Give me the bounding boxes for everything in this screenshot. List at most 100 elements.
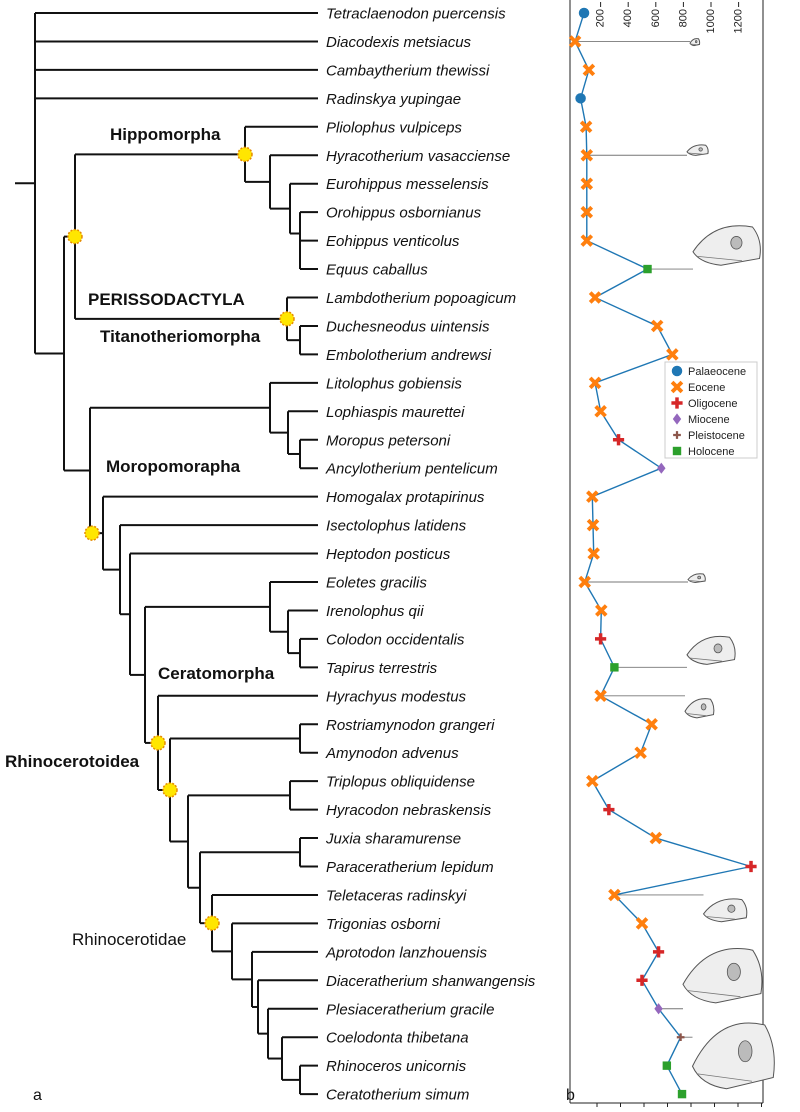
clade-label-hippomorpha: Hippomorpha	[110, 125, 221, 144]
legend-item-label: Miocene	[688, 414, 730, 426]
skull-illustrations	[575, 38, 775, 1090]
clade-node-marker	[84, 525, 100, 541]
x-tick-label: 600	[650, 9, 662, 27]
x-tick-label: 1200	[733, 9, 745, 33]
data-point-square	[643, 264, 652, 274]
skull-illustration	[686, 144, 709, 156]
x-axis-ticks: 200 400 600 800 1000 1200	[595, 2, 745, 33]
skull-illustration	[686, 635, 736, 665]
clade-node-marker	[279, 311, 295, 327]
taxon-label: Hyrachyus modestus	[326, 688, 467, 705]
data-point-x	[635, 917, 649, 930]
data-point-square	[662, 1061, 672, 1070]
taxon-label: Aprotodon lanzhouensis	[325, 944, 487, 961]
legend-item-label: Pleistocene	[688, 430, 745, 442]
data-point-diamond	[672, 413, 682, 425]
taxon-label: Plesiaceratherium gracile	[326, 1001, 494, 1018]
x-tick-label: 200	[595, 9, 607, 27]
taxon-label: Litolophus gobiensis	[326, 375, 462, 392]
clade-label-perissodactyla: PERISSODACTYLA	[88, 290, 245, 309]
taxon-label: Ancylotherium pentelicum	[325, 461, 498, 478]
data-point-plus	[745, 860, 757, 873]
data-point-x	[580, 148, 594, 162]
data-point-x	[586, 774, 599, 788]
taxon-label: Diacodexis metsiacus	[326, 34, 472, 51]
data-point-diamond	[654, 1003, 663, 1015]
data-point-x	[578, 575, 591, 589]
clade-node-marker	[67, 228, 83, 245]
data-point-x	[595, 604, 608, 617]
taxon-label: Rhinoceros unicornis	[326, 1058, 467, 1075]
taxon-label: Irenolophus qii	[326, 603, 424, 620]
data-point-plus	[671, 397, 683, 409]
clade-label-rhinocerotidae: Rhinocerotidae	[72, 930, 186, 949]
taxon-label: Cambaytherium thewissi	[326, 62, 490, 79]
taxon-label: Amynodon advenus	[325, 745, 459, 762]
taxon-label: Eurohippus messelensis	[326, 176, 489, 193]
x-tick-label: 1000	[705, 9, 717, 33]
x-tick-label: 400	[622, 9, 634, 27]
taxon-label: Hyracotherium vasacciense	[326, 148, 510, 165]
legend-item-label: Holocene	[688, 446, 734, 458]
phylogenetic-tree	[15, 12, 318, 1096]
taxon-label: Ceratotherium simum	[326, 1087, 469, 1104]
data-point-circle	[578, 7, 590, 19]
taxon-label: Moropus petersoni	[326, 432, 451, 449]
data-point-plus	[603, 804, 615, 816]
taxon-label: Embolotherium andrewsi	[326, 347, 492, 364]
taxon-label: Eohippus venticolus	[326, 233, 460, 250]
taxon-label: Paraceratherium lepidum	[326, 859, 494, 876]
data-point-x	[666, 348, 679, 361]
taxon-label: Hyracodon nebraskensis	[326, 802, 492, 819]
data-point-x	[580, 234, 594, 247]
data-point-x	[586, 518, 600, 532]
data-point-square	[672, 446, 682, 456]
data-point-x	[634, 746, 647, 759]
clade-label-ceratomorpha: Ceratomorpha	[158, 664, 275, 683]
data-point-x	[579, 120, 593, 134]
taxon-label: Colodon occidentalis	[326, 631, 465, 648]
taxon-label: Triplopus obliquidense	[326, 774, 475, 791]
data-point-x	[649, 831, 663, 845]
taxon-label: Eoletes gracilis	[326, 575, 427, 592]
clade-label-titanotheriomorpha: Titanotheriomorpha	[100, 327, 261, 346]
data-point-plus	[612, 434, 625, 446]
skull-illustration	[687, 573, 706, 584]
clade-node-marker	[162, 782, 178, 798]
taxon-label: Radinskya yupingae	[326, 91, 461, 108]
taxon-label: Trigonias osborni	[326, 916, 441, 933]
taxon-label: Juxia sharamurense	[325, 831, 461, 848]
data-point-x	[586, 490, 599, 503]
data-point-x	[588, 376, 602, 390]
data-point-plus	[595, 633, 607, 645]
skull-illustration	[692, 225, 761, 266]
skull-illustration	[691, 1022, 775, 1090]
data-point-circle	[671, 365, 683, 377]
data-point-x	[608, 888, 621, 902]
data-point-x	[580, 205, 594, 219]
data-point-square	[610, 663, 619, 672]
data-point-x	[580, 177, 594, 190]
taxon-label: Tetraclaenodon puercensis	[326, 6, 506, 23]
taxon-label: Diaceratherium shanwangensis	[326, 973, 536, 990]
legend-box	[664, 361, 758, 459]
taxon-label: Equus caballus	[326, 262, 428, 279]
data-point-x	[670, 380, 684, 394]
x-tick-label: 800	[677, 9, 689, 27]
taxon-label: Duchesneodus uintensis	[326, 318, 490, 335]
skull-illustration	[689, 38, 701, 47]
data-point-x	[594, 405, 607, 418]
body-size-series	[568, 7, 757, 1099]
panel-label-a: a	[33, 1087, 42, 1104]
taxon-label: Rostriamynodon grangeri	[326, 717, 495, 734]
taxon-label: Isectolophus latidens	[326, 518, 467, 535]
taxon-label: Pliolophus vulpiceps	[326, 119, 462, 136]
taxon-label: Homogalax protapirinus	[326, 489, 485, 506]
clade-label-moropomorapha: Moropomorapha	[106, 457, 241, 476]
skull-illustration	[702, 898, 748, 923]
taxon-label: Coelodonta thibetana	[326, 1030, 469, 1047]
taxon-label: Heptodon posticus	[326, 546, 451, 563]
